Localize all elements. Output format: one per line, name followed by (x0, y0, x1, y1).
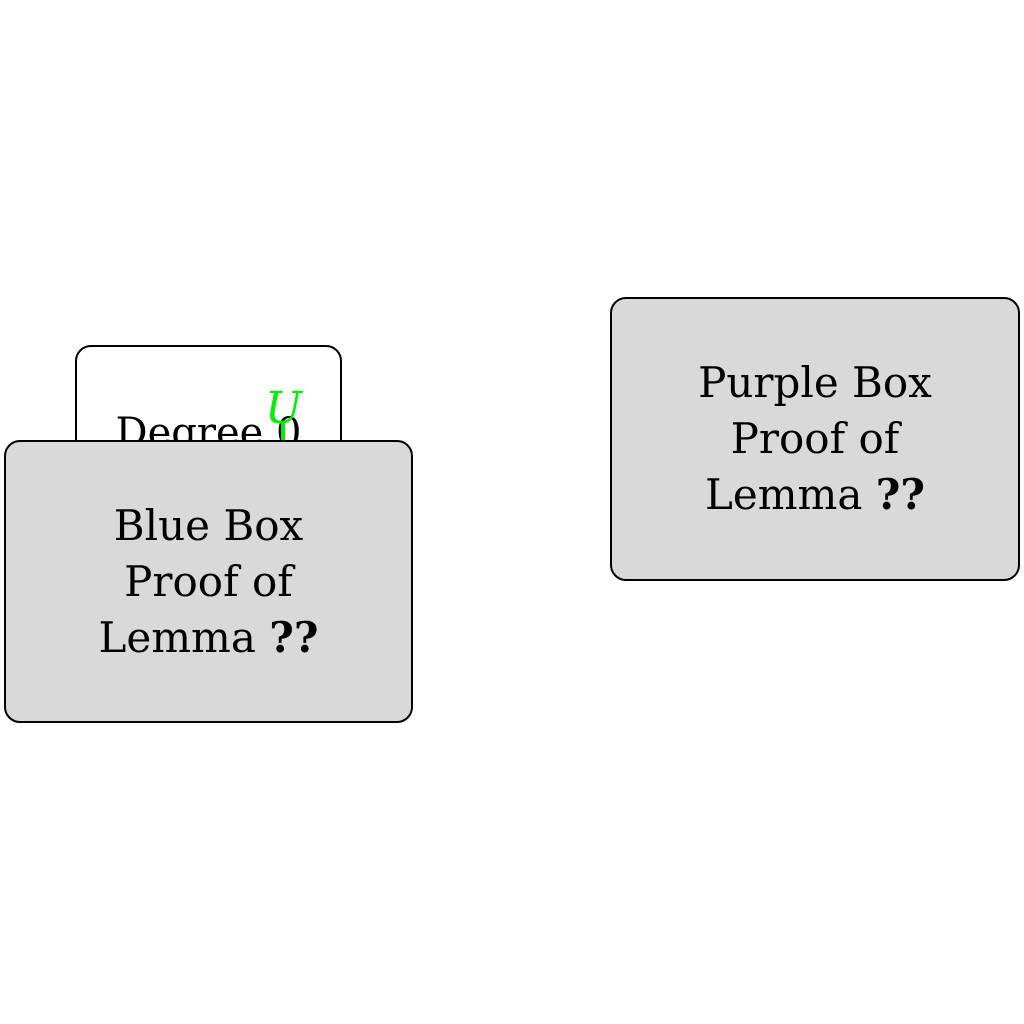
blue-box-lemma-prefix: Lemma (98, 612, 270, 662)
blue-box-lemma-ref: ?? (269, 612, 319, 662)
purple-box-lemma-prefix: Lemma (704, 470, 876, 519)
blue-box-title: Blue Box (113, 500, 304, 550)
purple-box-subtitle: Proof of (730, 414, 900, 463)
purple-box-text: Purple Box Proof of Lemma ?? (698, 355, 932, 523)
purple-box-lemma-line: Lemma ?? (698, 467, 932, 523)
blue-box-text: Blue Box Proof of Lemma ?? (98, 498, 318, 666)
variable-label: U (265, 383, 303, 434)
blue-box-lemma-line: Lemma ?? (98, 610, 318, 666)
purple-box: Purple Box Proof of Lemma ?? (610, 297, 1020, 581)
purple-box-lemma-ref: ?? (875, 470, 925, 519)
blue-box-subtitle: Proof of (124, 556, 293, 606)
blue-box: Blue Box Proof of Lemma ?? (4, 440, 413, 723)
purple-box-title: Purple Box (698, 358, 932, 407)
